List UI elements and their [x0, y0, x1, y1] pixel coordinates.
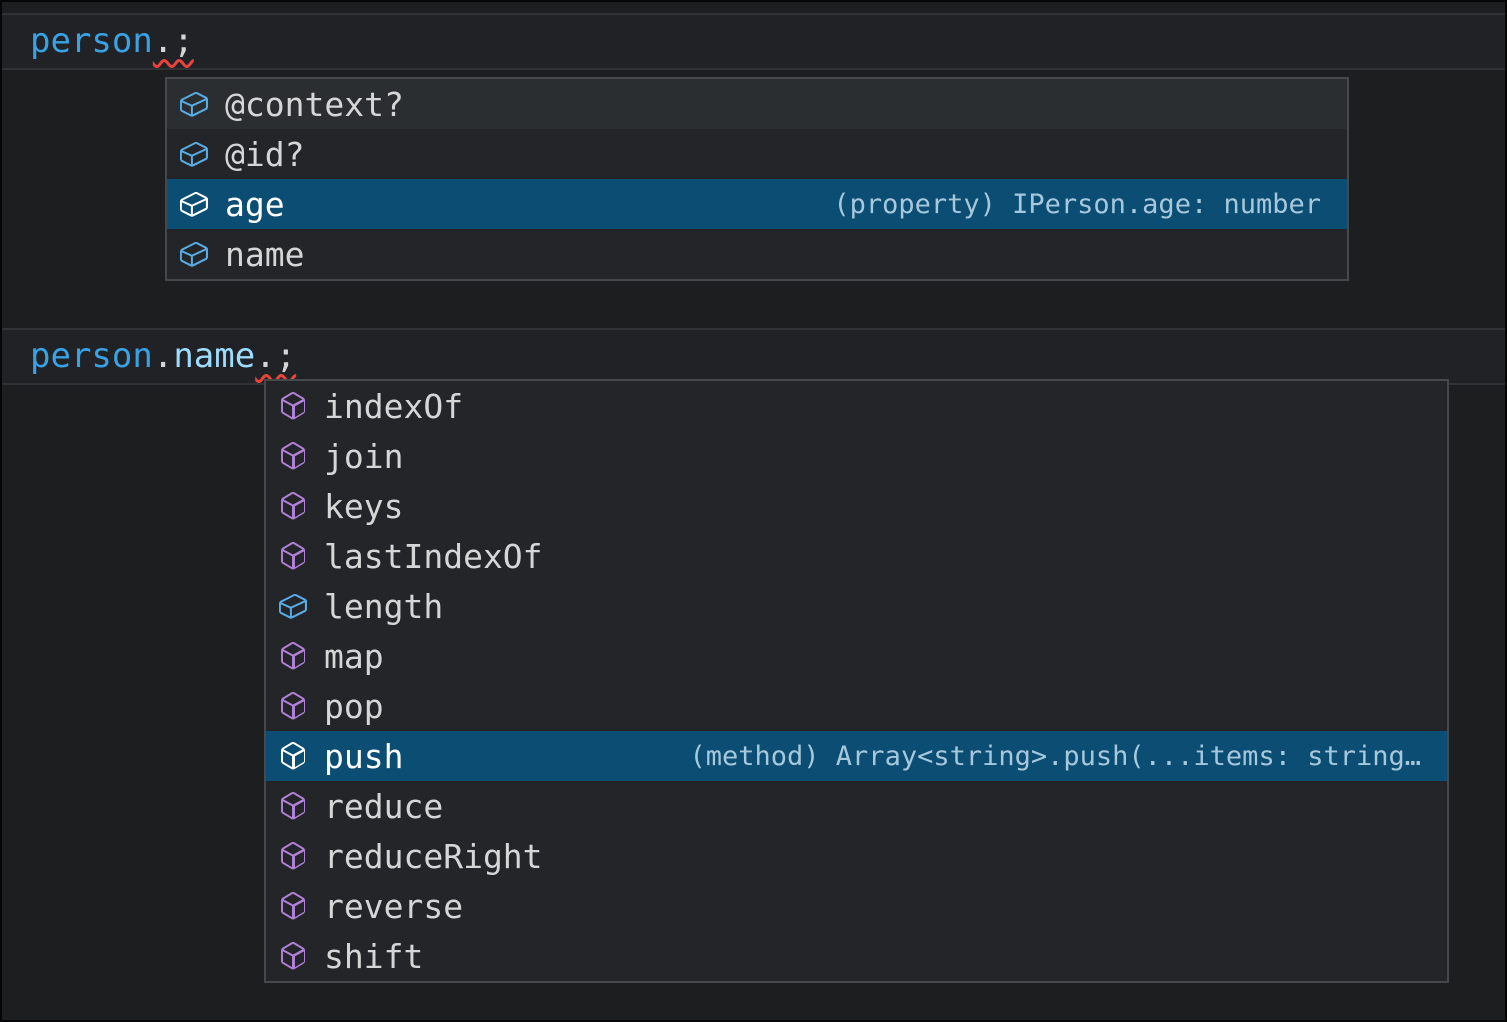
suggestion-item-indexof[interactable]: indexOf: [266, 381, 1447, 431]
symbol-field-icon: [180, 242, 208, 267]
code-line-person-name[interactable]: person.name.;: [30, 328, 296, 385]
symbol-method-icon: [281, 792, 305, 820]
symbol-method-icon: [281, 542, 305, 570]
suggestion-item-join[interactable]: join: [266, 431, 1447, 481]
suggestion-item-push-selected[interactable]: push (method) Array<string>.push(...item…: [266, 731, 1447, 781]
symbol-field-icon: [279, 594, 307, 619]
symbol-method-icon: [281, 392, 305, 420]
suggestion-label: reduce: [324, 786, 444, 826]
suggestion-detail: (property) IPerson.age: number: [833, 188, 1321, 220]
current-line-highlight: [2, 13, 1505, 70]
suggestion-item-keys[interactable]: keys: [266, 481, 1447, 531]
suggestion-label: @context?: [225, 84, 404, 124]
symbol-field-icon: [180, 92, 208, 117]
suggestion-item-length[interactable]: length: [266, 581, 1447, 631]
code-token-error: .;: [255, 336, 297, 376]
symbol-method-icon: [281, 942, 305, 970]
current-line-highlight: [2, 328, 1505, 385]
suggestion-label: indexOf: [324, 386, 464, 426]
suggestion-item-map[interactable]: map: [266, 631, 1447, 681]
symbol-method-icon: [281, 892, 305, 920]
suggestion-item-age-selected[interactable]: age (property) IPerson.age: number: [167, 179, 1347, 229]
code-token-identifier: person: [30, 21, 153, 61]
code-token-identifier: person: [30, 336, 153, 376]
suggestion-label: lastIndexOf: [324, 536, 543, 576]
suggestion-label: name: [225, 234, 305, 274]
suggestion-label: keys: [324, 486, 404, 526]
symbol-method-icon: [281, 842, 305, 870]
symbol-method-icon: [281, 742, 305, 770]
suggestion-item-lastindexof[interactable]: lastIndexOf: [266, 531, 1447, 581]
code-token-property: name: [173, 336, 256, 376]
suggestion-item-reverse[interactable]: reverse: [266, 881, 1447, 931]
suggestion-label: map: [324, 636, 384, 676]
suggestion-label: pop: [324, 686, 384, 726]
intellisense-popup-string: indexOf join keys lastIndexOf length map…: [264, 379, 1449, 983]
code-token-dot: .: [152, 336, 174, 376]
suggestion-detail: (method) Array<string>.push(...items: st…: [689, 740, 1422, 772]
suggestion-item-shift[interactable]: shift: [266, 931, 1447, 981]
symbol-method-icon: [281, 642, 305, 670]
suggestion-item-id[interactable]: @id?: [167, 129, 1347, 179]
suggestion-label: push: [324, 736, 404, 776]
code-token-error: .;: [152, 21, 194, 61]
suggestion-item-pop[interactable]: pop: [266, 681, 1447, 731]
symbol-method-icon: [281, 492, 305, 520]
suggestion-label: reverse: [324, 886, 464, 926]
suggestion-label: join: [324, 436, 404, 476]
suggestion-label: length: [324, 586, 444, 626]
code-line-person[interactable]: person.;: [30, 13, 194, 70]
suggestion-label: @id?: [225, 134, 305, 174]
suggestion-label: reduceRight: [324, 836, 543, 876]
symbol-method-icon: [281, 442, 305, 470]
symbol-field-icon: [180, 142, 208, 167]
suggestion-label: shift: [324, 936, 424, 976]
symbol-field-icon: [180, 192, 208, 217]
suggestion-item-reduceright[interactable]: reduceRight: [266, 831, 1447, 881]
intellisense-popup-person: @context? @id? age (property) IPerson.ag…: [165, 77, 1349, 281]
suggestion-item-context[interactable]: @context?: [167, 79, 1347, 129]
suggestion-item-reduce[interactable]: reduce: [266, 781, 1447, 831]
symbol-method-icon: [281, 692, 305, 720]
suggestion-label: age: [225, 184, 285, 224]
suggestion-item-name[interactable]: name: [167, 229, 1347, 279]
